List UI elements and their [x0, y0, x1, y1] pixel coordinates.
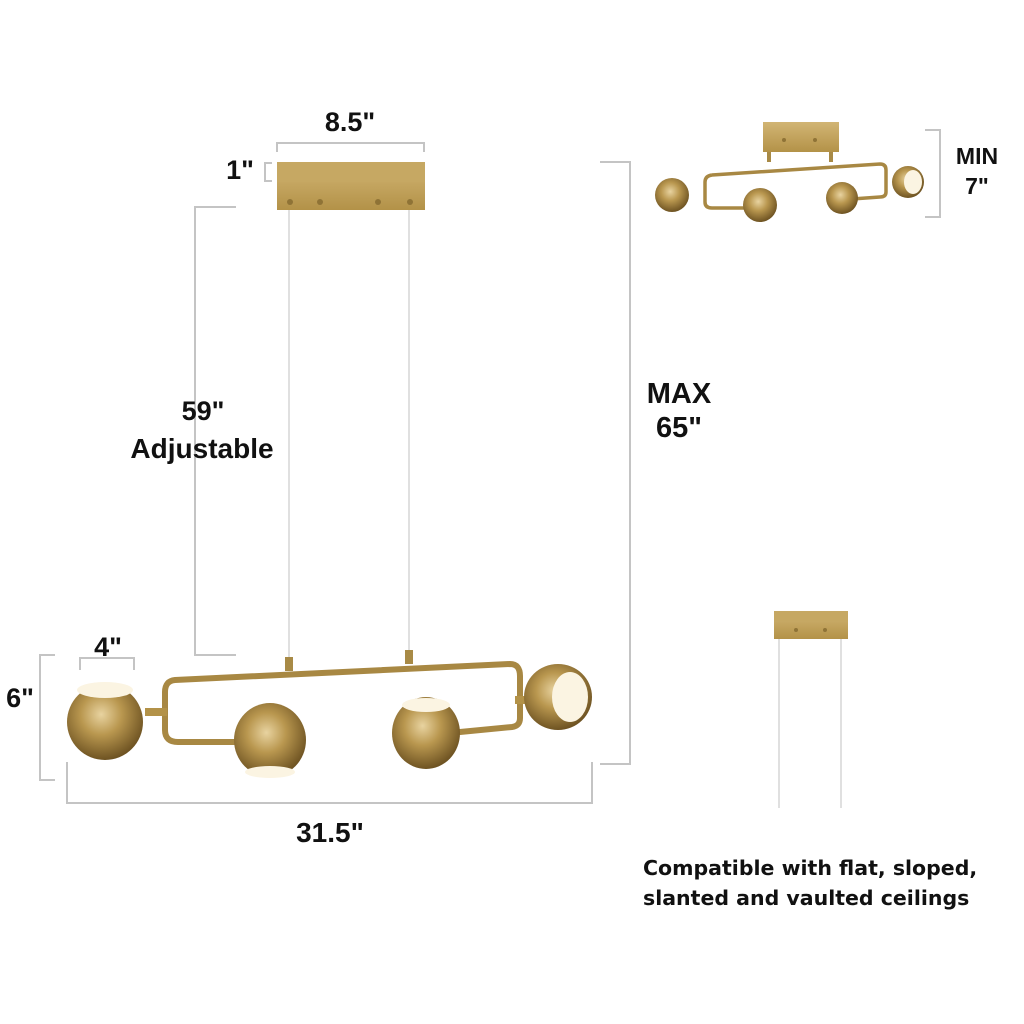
min-height-value: 7": [965, 173, 989, 199]
ceiling-note-line-2: slanted and vaulted ceilings: [643, 885, 970, 910]
dimension-lines-main: [39, 142, 631, 804]
ceiling-compatibility-note: Compatible with flat, sloped, slanted an…: [643, 854, 977, 913]
shade-width-label: 4": [94, 632, 122, 662]
fixture-height-label: 6": [6, 683, 34, 713]
cable-length-note: Adjustable: [130, 433, 274, 464]
canopy-height-label: 1": [226, 155, 254, 185]
canopy-width-label: 8.5": [324, 107, 376, 137]
ceiling-note-line-1: Compatible with flat, sloped,: [643, 856, 978, 880]
max-height-label: MAX: [646, 378, 712, 410]
min-height-label: MIN: [955, 143, 999, 169]
sloped-ceiling-fixture: [774, 611, 848, 808]
cable-length-value: 59": [181, 396, 225, 426]
max-height-value: 65": [655, 412, 702, 444]
fixture-length-label: 31.5": [296, 817, 364, 848]
min-height-fixture: [655, 122, 941, 222]
main-fixture: [67, 162, 592, 778]
